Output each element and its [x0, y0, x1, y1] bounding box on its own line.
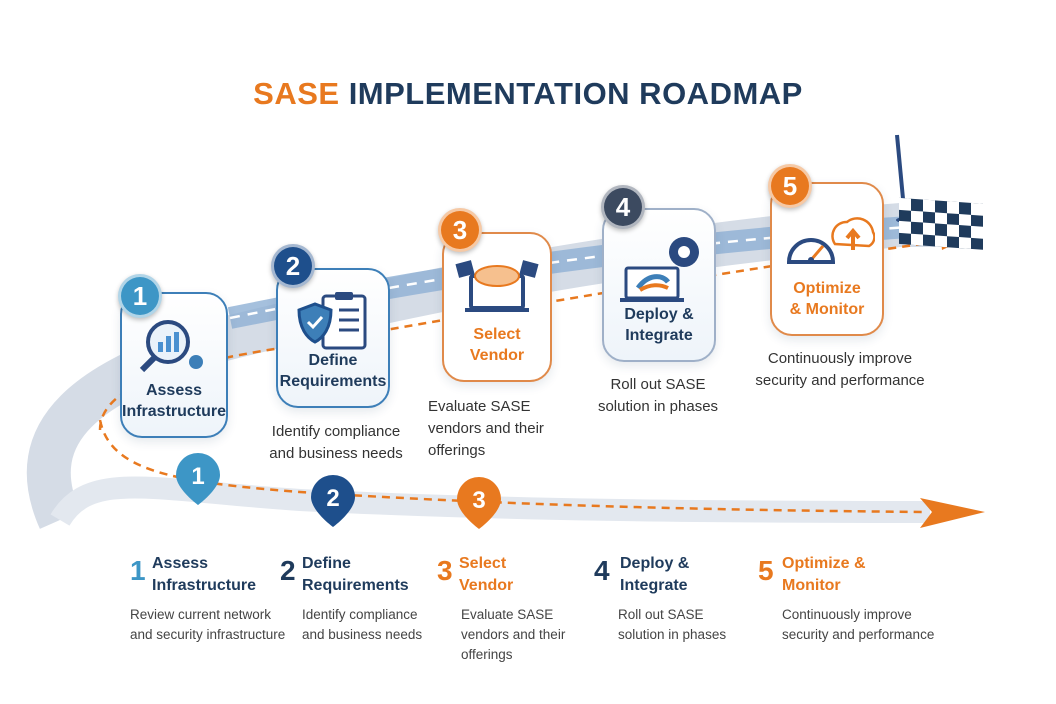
handshake-laptop-icon: [455, 260, 539, 312]
orange-route-lower: [98, 419, 926, 514]
magnifier-chart-icon: [139, 320, 203, 373]
legend-item-5: 5 Optimize &Monitor Continuously improve…: [758, 555, 935, 642]
step-badge-2: 2: [271, 244, 315, 288]
step-badge-3: 3: [438, 208, 482, 252]
lower-road: [50, 476, 931, 527]
finish-flag-icon: [895, 134, 983, 250]
svg-text:1: 1: [191, 463, 204, 490]
pin-1: 1: [176, 453, 220, 505]
step-badge-1: 1: [118, 274, 162, 318]
gauge-cloud-icon: [786, 217, 875, 264]
pin-2: 2: [311, 475, 355, 527]
svg-text:3: 3: [472, 487, 485, 514]
laptop-gear-icon: [620, 237, 699, 302]
shield-checklist-icon: [297, 292, 367, 350]
step-card-3: Select Vendor: [442, 232, 552, 382]
arrow-head-lower: [920, 498, 985, 528]
page-title: SASE IMPLEMENTATION ROADMAP: [253, 76, 803, 111]
svg-text:2: 2: [326, 485, 339, 512]
pin-3: 3: [457, 477, 501, 529]
step-card-2: Define Requirements: [276, 268, 390, 408]
step-badge-5: 5: [768, 164, 812, 208]
step-badge-4: 4: [601, 185, 645, 229]
step-card-4: Deploy & Integrate: [602, 208, 716, 362]
